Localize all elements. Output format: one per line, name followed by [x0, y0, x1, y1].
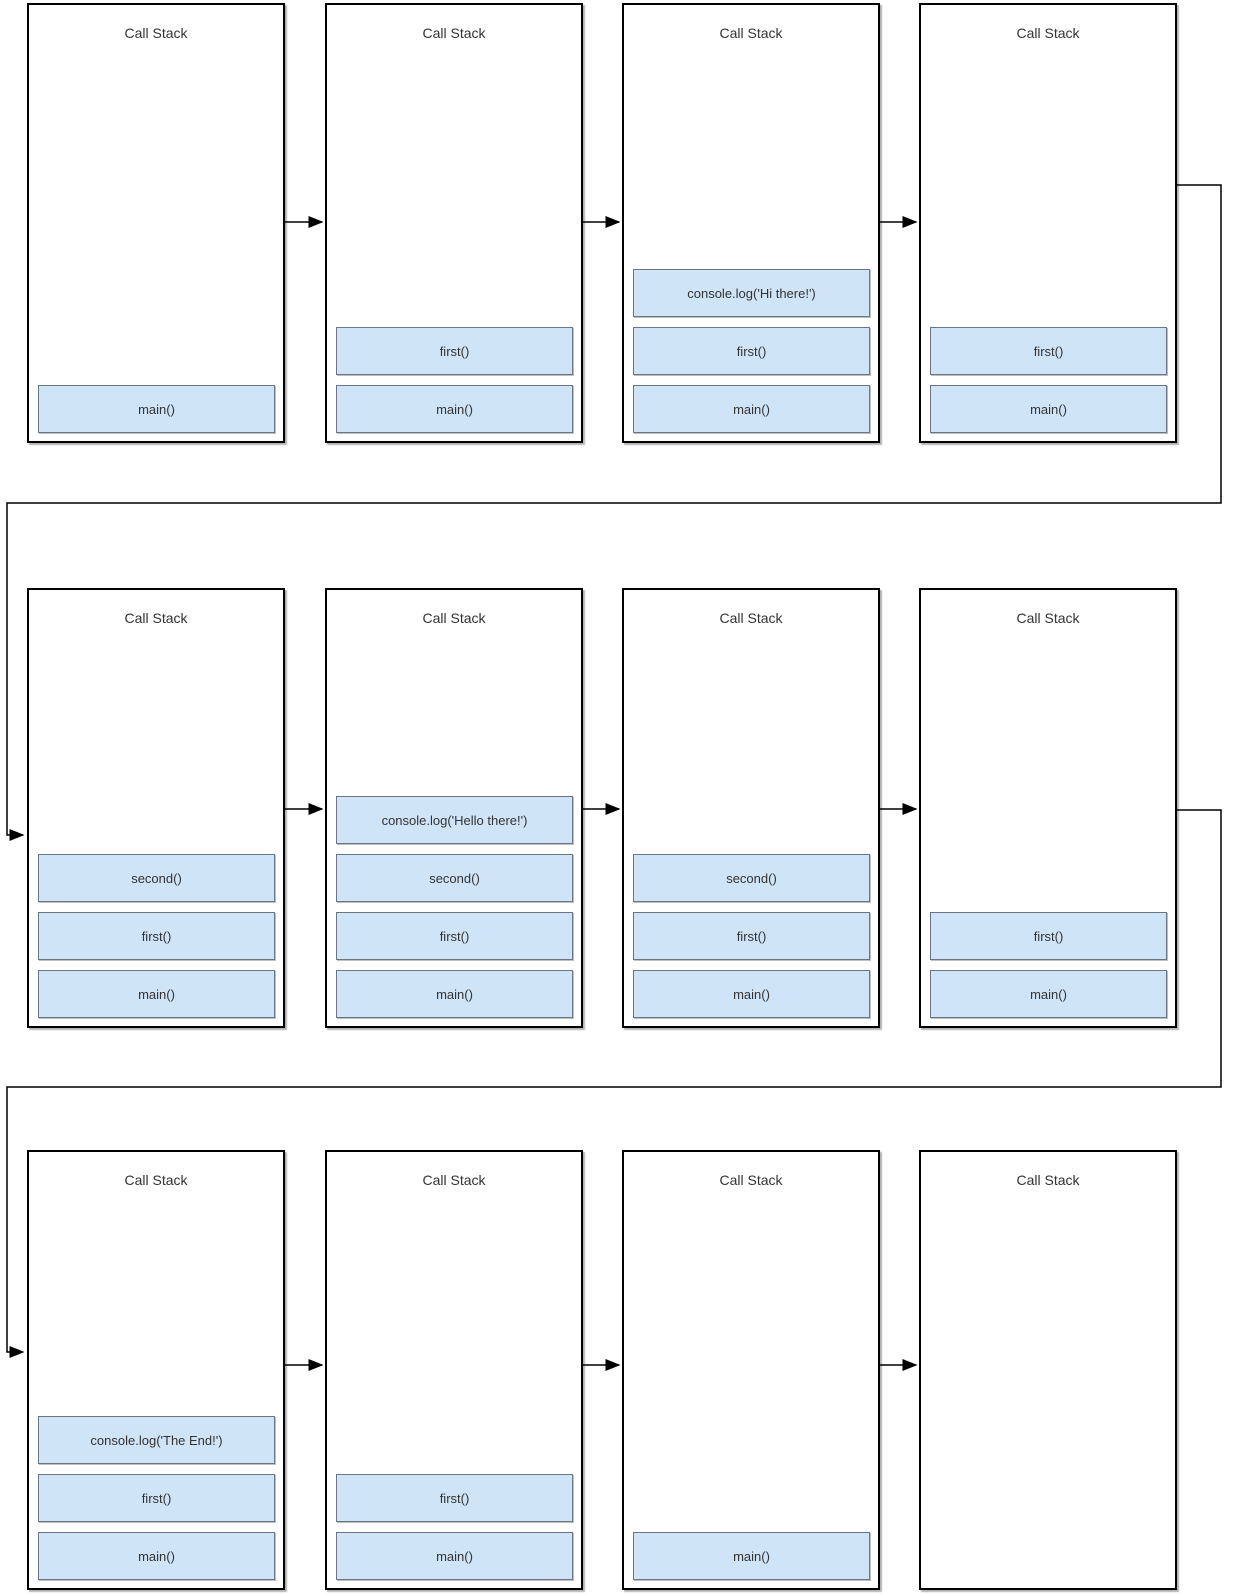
panel-title: Call Stack	[1016, 25, 1080, 41]
stack-frame: console.log('Hi there!')	[633, 269, 870, 317]
stack-frame: main()	[633, 970, 870, 1018]
call-stack-panel-2: Call Stack first() main()	[325, 3, 583, 443]
call-stack-panel-7: Call Stack second() first() main()	[622, 588, 880, 1028]
stack-frame: second()	[336, 854, 573, 902]
stack-frame: main()	[38, 385, 275, 433]
stack-frame: main()	[38, 1532, 275, 1580]
stack-frame: console.log('The End!')	[38, 1416, 275, 1464]
stack-frame: first()	[633, 912, 870, 960]
panel-title: Call Stack	[422, 610, 486, 626]
stack-frame: main()	[336, 1532, 573, 1580]
stack-frame: first()	[930, 327, 1167, 375]
panel-title: Call Stack	[422, 25, 486, 41]
stack-frame: first()	[38, 1474, 275, 1522]
panel-title: Call Stack	[719, 25, 783, 41]
stack-frame: first()	[336, 912, 573, 960]
panel-title: Call Stack	[124, 1172, 188, 1188]
stack-frame: main()	[633, 1532, 870, 1580]
stack-frame: main()	[336, 385, 573, 433]
stack-frame: first()	[336, 1474, 573, 1522]
stack-frame: second()	[38, 854, 275, 902]
panel-title: Call Stack	[1016, 610, 1080, 626]
panel-title: Call Stack	[422, 1172, 486, 1188]
stack-frame: first()	[930, 912, 1167, 960]
panel-title: Call Stack	[719, 610, 783, 626]
panel-title: Call Stack	[719, 1172, 783, 1188]
call-stack-panel-10: Call Stack first() main()	[325, 1150, 583, 1590]
stack-frame: main()	[38, 970, 275, 1018]
stack-frame: main()	[930, 970, 1167, 1018]
stack-frame: console.log('Hello there!')	[336, 796, 573, 844]
stack-frame: first()	[336, 327, 573, 375]
call-stack-panel-9: Call Stack console.log('The End!') first(…	[27, 1150, 285, 1590]
stack-frame: main()	[633, 385, 870, 433]
call-stack-panel-6: Call Stack console.log('Hello there!') se…	[325, 588, 583, 1028]
call-stack-panel-4: Call Stack first() main()	[919, 3, 1177, 443]
stack-frame: main()	[336, 970, 573, 1018]
call-stack-panel-5: Call Stack second() first() main()	[27, 588, 285, 1028]
panel-title: Call Stack	[1016, 1172, 1080, 1188]
stack-frame: first()	[38, 912, 275, 960]
call-stack-panel-12: Call Stack	[919, 1150, 1177, 1590]
call-stack-panel-11: Call Stack main()	[622, 1150, 880, 1590]
stack-frame: main()	[930, 385, 1167, 433]
panel-title: Call Stack	[124, 25, 188, 41]
panel-title: Call Stack	[124, 610, 188, 626]
call-stack-panel-3: Call Stack console.log('Hi there!') first…	[622, 3, 880, 443]
call-stack-panel-1: Call Stack main()	[27, 3, 285, 443]
call-stack-panel-8: Call Stack first() main()	[919, 588, 1177, 1028]
stack-frame: first()	[633, 327, 870, 375]
stack-frame: second()	[633, 854, 870, 902]
